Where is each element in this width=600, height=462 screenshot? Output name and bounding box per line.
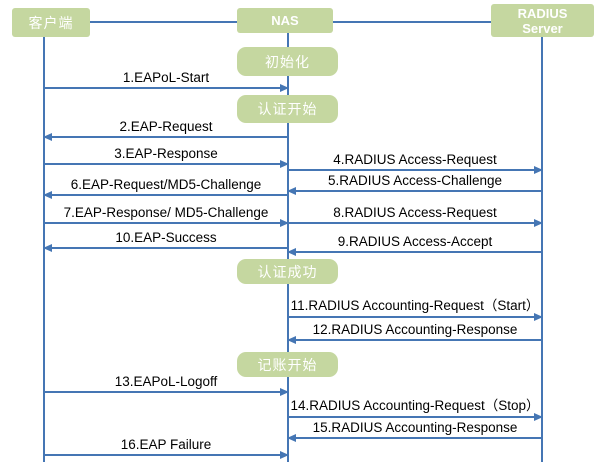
arrowhead-right-icon (534, 313, 543, 321)
arrow-line (288, 190, 542, 192)
message-arrow-11: 11.RADIUS Accounting-Request（Start） (288, 298, 543, 321)
phase-init-label: 初始化 (265, 53, 310, 70)
arrow-line (44, 222, 288, 224)
arrow-line (44, 163, 288, 165)
message-arrow-8: 8.RADIUS Access-Request (288, 204, 543, 227)
phase-box-auth-start: 认证开始 (237, 95, 338, 123)
phase-box-accounting-start: 记账开始 (237, 352, 338, 377)
arrowhead-left-icon (287, 434, 296, 442)
message-arrow-15: 15.RADIUS Accounting-Response (287, 419, 542, 442)
message-13-label: 13.EAPoL-Logoff (114, 374, 218, 389)
message-7-label: 7.EAP-Response/ MD5-Challenge (63, 205, 269, 220)
message-4-label: 4.RADIUS Access-Request (333, 152, 497, 167)
message-arrow-1: 1.EAPoL-Start (44, 69, 289, 92)
phase-accounting-start-label: 记账开始 (257, 356, 318, 373)
arrow-line (44, 454, 288, 456)
arrowhead-left-icon (43, 191, 52, 199)
arrowhead-left-icon (287, 187, 296, 195)
message-16-label: 16.EAP Failure (120, 437, 212, 452)
message-14-label: 14.RADIUS Accounting-Request（Stop） (290, 398, 540, 413)
arrow-line (44, 391, 288, 393)
message-6-label: 6.EAP-Request/MD5-Challenge (70, 177, 262, 192)
message-arrow-10: 10.EAP-Success (43, 229, 288, 252)
arrowhead-left-icon (43, 133, 52, 141)
message-arrow-9: 9.RADIUS Access-Accept (287, 233, 542, 256)
arrowhead-left-icon (287, 336, 296, 344)
arrowhead-right-icon (280, 160, 289, 168)
message-arrow-4: 4.RADIUS Access-Request (288, 151, 543, 174)
arrow-line (44, 194, 288, 196)
message-12-label: 12.RADIUS Accounting-Response (312, 322, 518, 337)
nas-radius-connector (333, 21, 491, 23)
arrowhead-right-icon (280, 388, 289, 396)
message-8-label: 8.RADIUS Access-Request (333, 205, 497, 220)
arrowhead-right-icon (280, 84, 289, 92)
message-arrow-5: 5.RADIUS Access-Challenge (287, 172, 542, 195)
actor-client: 客户端 (12, 8, 90, 37)
arrowhead-right-icon (280, 219, 289, 227)
phase-box-init: 初始化 (237, 47, 338, 76)
arrow-line (288, 251, 542, 253)
arrow-line (288, 416, 542, 418)
arrow-line (44, 136, 288, 138)
message-10-label: 10.EAP-Success (115, 230, 217, 245)
phase-auth-start-label: 认证开始 (257, 101, 318, 117)
actor-radius-server: RADIUS Server (491, 4, 594, 37)
message-arrow-14: 14.RADIUS Accounting-Request（Stop） (288, 398, 543, 421)
message-arrow-2: 2.EAP-Request (43, 118, 288, 141)
arrowhead-left-icon (43, 244, 52, 252)
actor-client-label: 客户端 (28, 14, 74, 31)
arrow-line (288, 222, 542, 224)
actor-radius-label-line1: RADIUS (517, 5, 568, 21)
message-15-label: 15.RADIUS Accounting-Response (312, 420, 518, 435)
actor-nas: NAS (237, 8, 333, 33)
arrowhead-right-icon (534, 219, 543, 227)
radius-lifeline (541, 36, 543, 462)
phase-box-auth-success: 认证成功 (237, 259, 338, 284)
message-arrow-16: 16.EAP Failure (44, 436, 289, 459)
message-arrow-3: 3.EAP-Response (44, 145, 289, 168)
actor-radius-label-line2: Server (522, 20, 563, 36)
arrow-line (288, 169, 542, 171)
message-1-label: 1.EAPoL-Start (122, 70, 210, 85)
arrowhead-right-icon (280, 451, 289, 459)
arrow-line (288, 316, 542, 318)
message-3-label: 3.EAP-Response (114, 146, 218, 161)
arrow-line (44, 87, 288, 89)
message-5-label: 5.RADIUS Access-Challenge (327, 173, 503, 188)
message-arrow-6: 6.EAP-Request/MD5-Challenge (43, 176, 288, 199)
arrowhead-right-icon (534, 413, 543, 421)
arrowhead-right-icon (534, 166, 543, 174)
phase-auth-success-label: 认证成功 (257, 263, 318, 280)
message-2-label: 2.EAP-Request (119, 119, 213, 134)
message-arrow-12: 12.RADIUS Accounting-Response (287, 321, 542, 344)
arrow-line (288, 339, 542, 341)
message-11-label: 11.RADIUS Accounting-Request（Start） (290, 298, 540, 313)
nas-lifeline (287, 32, 289, 462)
arrow-line (288, 437, 542, 439)
message-arrow-13: 13.EAPoL-Logoff (44, 373, 289, 396)
message-9-label: 9.RADIUS Access-Accept (337, 234, 493, 249)
arrow-line (44, 247, 288, 249)
arrowhead-left-icon (287, 248, 296, 256)
actor-nas-label: NAS (271, 13, 299, 28)
message-arrow-7: 7.EAP-Response/ MD5-Challenge (44, 204, 289, 227)
client-nas-connector (90, 21, 237, 23)
